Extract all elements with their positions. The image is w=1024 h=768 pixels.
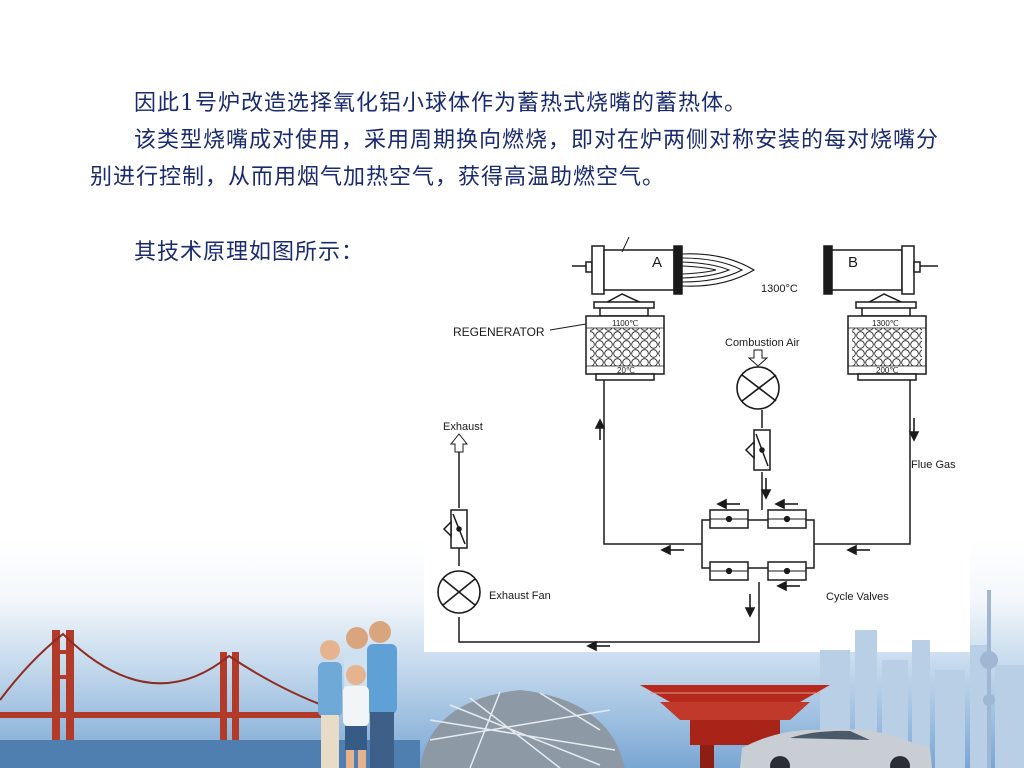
regen-a-bottom-temp: 20℃ bbox=[617, 366, 635, 375]
golden-gate-bridge bbox=[0, 630, 331, 752]
paragraph-diagram-intro: 其技术原理如图所示： bbox=[134, 240, 365, 265]
burner-b-label: B bbox=[848, 254, 858, 271]
exhaust-damper bbox=[442, 509, 468, 549]
combustion-air-fan bbox=[736, 366, 780, 410]
cycle-valves bbox=[701, 509, 815, 581]
regenerator-b bbox=[847, 315, 927, 381]
regenerator-label: REGENERATOR bbox=[453, 325, 545, 339]
burner-a bbox=[572, 236, 683, 295]
regen-b-top-temp: 1300℃ bbox=[872, 319, 899, 328]
hood-b bbox=[855, 293, 917, 317]
burner-b bbox=[823, 245, 938, 295]
cityscape-banner bbox=[0, 590, 1024, 768]
exhaust-label: Exhaust bbox=[443, 421, 483, 433]
flue-gas-label: Flue Gas bbox=[911, 459, 956, 471]
china-pavilion bbox=[640, 685, 830, 768]
hood-a bbox=[593, 293, 655, 317]
regen-a-top-temp: 1100℃ bbox=[612, 319, 638, 328]
combustion-air-damper bbox=[744, 429, 771, 471]
paragraph-burner-operation: 该类型烧嘴成对使用，采用周期换向燃烧，即对在炉两侧对称安装的每对烧嘴分别进行控制… bbox=[90, 128, 940, 190]
family-photo bbox=[318, 621, 397, 768]
car bbox=[740, 729, 932, 768]
regen-b-bottom-temp: 200℃ bbox=[876, 366, 898, 375]
burner-a-label: A bbox=[652, 254, 662, 271]
flow-arrows bbox=[586, 418, 920, 652]
tv-tower bbox=[980, 590, 998, 768]
exhaust-fan bbox=[437, 570, 481, 614]
paragraph-regenerator-material: 因此1号炉改造选择氧化铝小球体作为蓄热式烧嘴的蓄热体。 bbox=[134, 91, 747, 116]
flame bbox=[681, 253, 756, 287]
piping bbox=[458, 380, 911, 643]
flame-temp-label: 1300°C bbox=[761, 283, 798, 295]
exhaust-outlet-arrow bbox=[449, 433, 469, 453]
regenerative-burner-diagram: A 1300°C 1100℃ 20℃ REGENERATOR bbox=[424, 232, 970, 652]
cycle-valves-label: Cycle Valves bbox=[826, 591, 889, 603]
combustion-air-label: Combustion Air bbox=[725, 337, 800, 349]
combustion-air-inlet-arrow bbox=[747, 349, 769, 367]
birds-nest-stadium bbox=[420, 690, 625, 768]
regenerator-a bbox=[585, 315, 665, 381]
exhaust-fan-label: Exhaust Fan bbox=[489, 590, 551, 602]
regenerator-pointer bbox=[549, 323, 587, 331]
